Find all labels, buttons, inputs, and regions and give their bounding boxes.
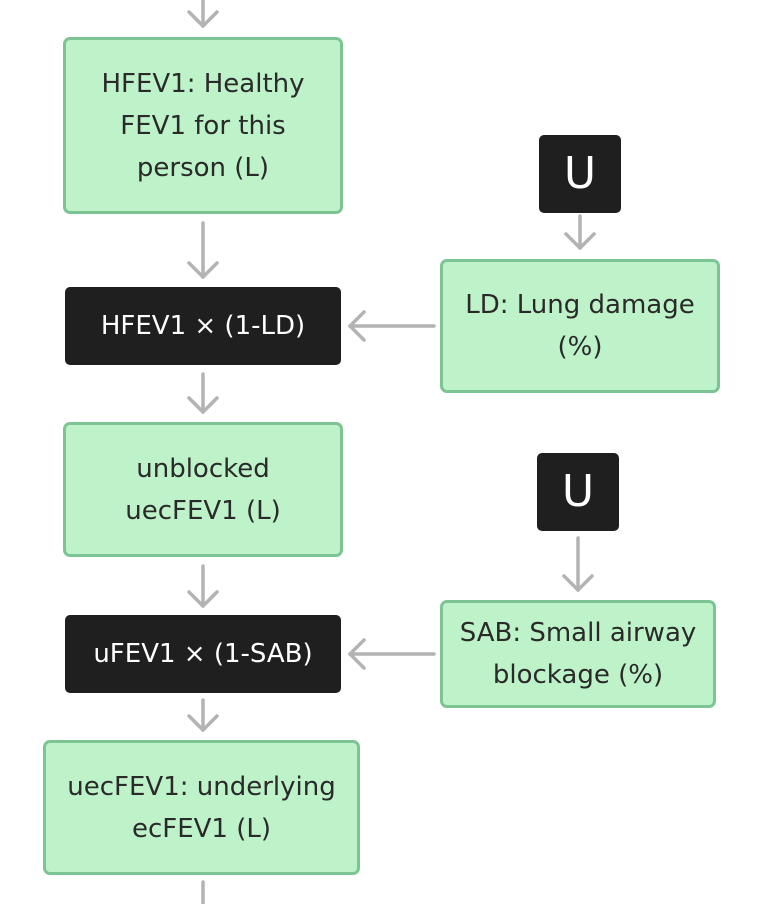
node-mult-sab-label: uFEV1 × (1-SAB) xyxy=(93,639,313,669)
arrow-u-top-to-ld xyxy=(564,214,596,250)
node-sab: SAB: Small airway blockage (%) xyxy=(440,600,716,708)
arrow-unblocked-to-mult-sab xyxy=(187,564,219,608)
node-u-bottom-label: U xyxy=(561,466,595,517)
node-hfev1-label: HFEV1: Healthy FEV1 for this person (L) xyxy=(101,68,305,183)
node-ld-label: LD: Lung damage (%) xyxy=(465,290,695,362)
arrow-mult-sab-to-uecfev1 xyxy=(187,698,219,732)
node-unblocked-label: unblocked uecFEV1 (L) xyxy=(125,453,281,526)
node-sab-label: SAB: Small airway blockage (%) xyxy=(459,618,697,690)
arrow-u-bottom-to-sab xyxy=(562,536,594,592)
node-u-bottom: U xyxy=(537,453,619,531)
node-uecfev1-label: uecFEV1: underlying ecFEV1 (L) xyxy=(67,771,336,844)
node-hfev1: HFEV1: Healthy FEV1 for this person (L) xyxy=(63,37,343,214)
node-mult-sab: uFEV1 × (1-SAB) xyxy=(65,615,341,693)
node-u-top-label: U xyxy=(563,148,597,199)
arrow-hfev1-to-mult-ld xyxy=(187,221,219,279)
node-u-top: U xyxy=(539,135,621,213)
arrow-in-top xyxy=(187,0,219,28)
node-mult-ld-label: HFEV1 × (1-LD) xyxy=(100,311,306,341)
node-ld: LD: Lung damage (%) xyxy=(440,259,720,393)
arrow-mult-ld-to-unblocked xyxy=(187,372,219,414)
arrow-ld-to-mult-ld xyxy=(348,310,436,342)
node-mult-ld: HFEV1 × (1-LD) xyxy=(65,287,341,365)
node-uecfev1: uecFEV1: underlying ecFEV1 (L) xyxy=(43,740,360,875)
node-unblocked: unblocked uecFEV1 (L) xyxy=(63,422,343,557)
arrow-sab-to-mult-sab xyxy=(348,638,436,670)
